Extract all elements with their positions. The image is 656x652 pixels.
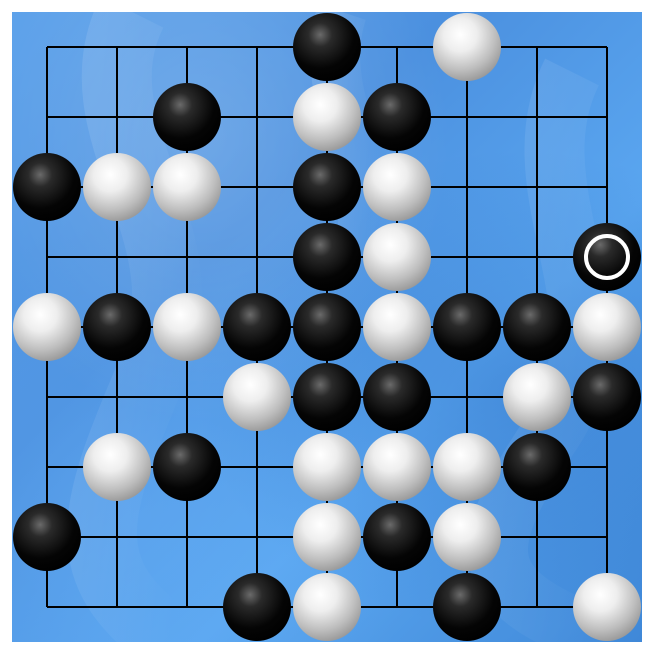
white-stone <box>293 573 361 641</box>
black-stone-body <box>573 223 641 291</box>
black-stone-body <box>433 293 501 361</box>
black-stone <box>83 293 151 361</box>
black-stone-body <box>363 503 431 571</box>
white-stone <box>363 153 431 221</box>
black-stone-body <box>13 153 81 221</box>
black-stone-body <box>13 503 81 571</box>
stones-layer <box>13 13 641 641</box>
white-stone-body <box>293 573 361 641</box>
black-stone-body <box>293 153 361 221</box>
go-board-canvas[interactable] <box>12 12 642 642</box>
white-stone-body <box>293 433 361 501</box>
white-stone-body <box>433 503 501 571</box>
white-stone-body <box>363 223 431 291</box>
black-stone-body <box>293 223 361 291</box>
black-stone-body <box>83 293 151 361</box>
black-stone <box>293 153 361 221</box>
white-stone <box>433 433 501 501</box>
white-stone-body <box>433 433 501 501</box>
black-stone <box>13 153 81 221</box>
white-stone-body <box>433 13 501 81</box>
black-stone-body <box>503 293 571 361</box>
black-stone <box>363 83 431 151</box>
white-stone-body <box>293 503 361 571</box>
black-stone-body <box>293 293 361 361</box>
black-stone <box>223 573 291 641</box>
black-stone <box>223 293 291 361</box>
black-stone-body <box>363 83 431 151</box>
black-stone <box>503 293 571 361</box>
white-stone <box>293 433 361 501</box>
white-stone <box>293 83 361 151</box>
white-stone-body <box>293 83 361 151</box>
white-stone <box>153 153 221 221</box>
black-stone-body <box>363 363 431 431</box>
white-stone <box>433 503 501 571</box>
white-stone <box>83 433 151 501</box>
white-stone-body <box>363 293 431 361</box>
white-stone-body <box>363 433 431 501</box>
white-stone <box>293 503 361 571</box>
black-stone-body <box>573 363 641 431</box>
black-stone <box>573 223 641 291</box>
black-stone <box>433 293 501 361</box>
white-stone-body <box>573 293 641 361</box>
white-stone <box>13 293 81 361</box>
white-stone <box>573 573 641 641</box>
black-stone <box>363 363 431 431</box>
black-stone <box>573 363 641 431</box>
black-stone <box>293 293 361 361</box>
black-stone <box>363 503 431 571</box>
black-stone <box>13 503 81 571</box>
black-stone-body <box>503 433 571 501</box>
black-stone <box>153 83 221 151</box>
white-stone <box>503 363 571 431</box>
black-stone-body <box>293 363 361 431</box>
white-stone <box>223 363 291 431</box>
white-stone <box>363 433 431 501</box>
white-stone <box>573 293 641 361</box>
last-move-marker-icon <box>584 234 630 280</box>
white-stone-body <box>83 433 151 501</box>
black-stone <box>293 223 361 291</box>
white-stone-body <box>83 153 151 221</box>
white-stone-body <box>503 363 571 431</box>
black-stone <box>293 13 361 81</box>
black-stone <box>433 573 501 641</box>
white-stone <box>363 293 431 361</box>
white-stone-body <box>153 153 221 221</box>
white-stone-body <box>223 363 291 431</box>
black-stone-body <box>293 13 361 81</box>
white-stone-body <box>363 153 431 221</box>
white-stone <box>153 293 221 361</box>
black-stone-body <box>223 293 291 361</box>
black-stone-body <box>223 573 291 641</box>
black-stone-body <box>153 83 221 151</box>
go-board[interactable] <box>12 12 642 642</box>
black-stone <box>153 433 221 501</box>
black-stone <box>503 433 571 501</box>
white-stone-body <box>573 573 641 641</box>
black-stone-body <box>433 573 501 641</box>
white-stone <box>433 13 501 81</box>
white-stone <box>83 153 151 221</box>
black-stone-body <box>153 433 221 501</box>
black-stone <box>293 363 361 431</box>
white-stone <box>363 223 431 291</box>
white-stone-body <box>153 293 221 361</box>
white-stone-body <box>13 293 81 361</box>
